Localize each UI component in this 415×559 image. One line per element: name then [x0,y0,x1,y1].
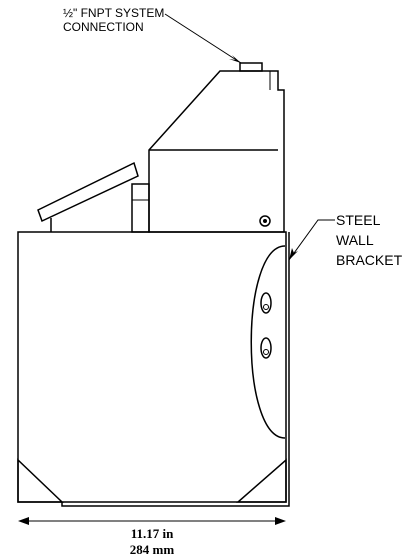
mounting-slot-lower-hole [263,349,269,355]
corner-gusset-left [17,458,64,503]
bracket-label-line2: WALL [336,232,374,248]
corner-gusset-right [236,458,287,503]
neck-block [131,183,150,233]
dimension-metric: 284 mm [130,542,175,557]
mounting-slot-upper [260,292,272,314]
bracket-label-line1: STEEL [336,212,381,228]
dimension-imperial: 11.17 in [131,526,174,541]
connection-label-line2: CONNECTION [63,20,144,34]
port-circle [259,215,271,227]
angled-panel [37,161,139,223]
port-circle-inner [263,219,267,223]
mounting-slot-upper-hole [263,304,269,310]
connection-label-line1: ½" FNPT SYSTEM [63,6,164,20]
bracket-leader-arrow [289,248,298,260]
bracket-leader [288,219,335,261]
steel-wall-bracket [250,245,286,439]
connection-leader [164,13,242,64]
system-connection-fitting [239,62,263,72]
width-dimension-arrow-right [275,517,286,525]
bracket-label-line3: BRACKET [336,252,403,268]
width-dimension-arrow-left [18,517,29,525]
connection-leader-arrow [229,55,241,63]
upper-housing [148,70,285,233]
main-cabinet [17,231,287,503]
mounting-slot-lower [260,337,272,359]
base-plate [61,232,290,507]
